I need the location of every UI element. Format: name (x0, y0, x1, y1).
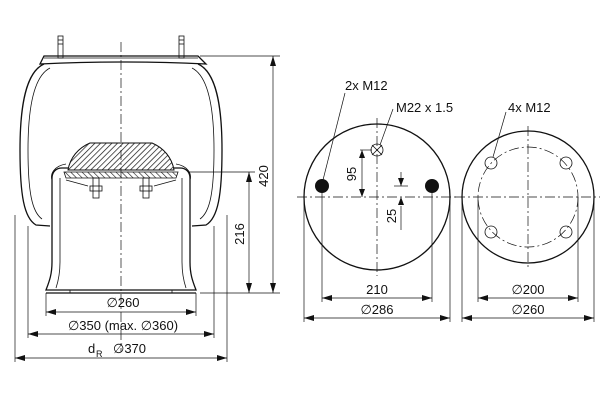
dim-bolt-spacing: 210 (366, 282, 388, 297)
dim-height-total: 420 (256, 165, 271, 187)
dim-height-piston: 216 (232, 223, 247, 245)
stud-hole-left (315, 179, 329, 193)
dim-diameter-nominal-symbol: d (88, 341, 95, 356)
dim-plate-diameter-bottom: ∅260 (511, 302, 544, 317)
dim-diameter-base: ∅260 (106, 295, 139, 310)
piston-bolt-left (89, 177, 103, 199)
top-stud-left (57, 35, 64, 59)
stud-hole-right (425, 179, 439, 193)
top-plate (38, 55, 208, 65)
dim-diameter-nominal-subscript: R (96, 349, 103, 359)
label-holes: 4x M12 (508, 100, 551, 115)
bolt-hole-3 (484, 225, 498, 239)
label-air-fitting: M22 x 1.5 (396, 100, 453, 115)
dim-diameter-bellow: ∅350 (max. ∅360) (68, 318, 178, 333)
dim-bolt-circle: ∅200 (511, 282, 544, 297)
dim-offset-center: 25 (384, 209, 399, 223)
top-stud-right (178, 35, 185, 59)
air-bellow (19, 63, 223, 227)
bolt-hole-2 (559, 156, 573, 170)
dim-diameter-nominal-value: ∅370 (113, 341, 146, 356)
bottom-plate-view: 4x M12 ∅200 ∅260 (455, 100, 600, 322)
bolt-hole-1 (484, 156, 498, 170)
side-view: 420 216 ∅260 ∅350 (max. ∅360) d R ∅370 (14, 35, 280, 362)
piston (45, 167, 197, 291)
bolt-hole-4 (559, 225, 573, 239)
top-plate-view: 2x M12 M22 x 1.5 95 25 210 ∅286 (297, 78, 457, 322)
label-studs: 2x M12 (345, 78, 388, 93)
dim-offset-air: 95 (344, 167, 359, 181)
dim-plate-diameter-top: ∅286 (360, 302, 393, 317)
piston-bolt-right (139, 177, 153, 199)
